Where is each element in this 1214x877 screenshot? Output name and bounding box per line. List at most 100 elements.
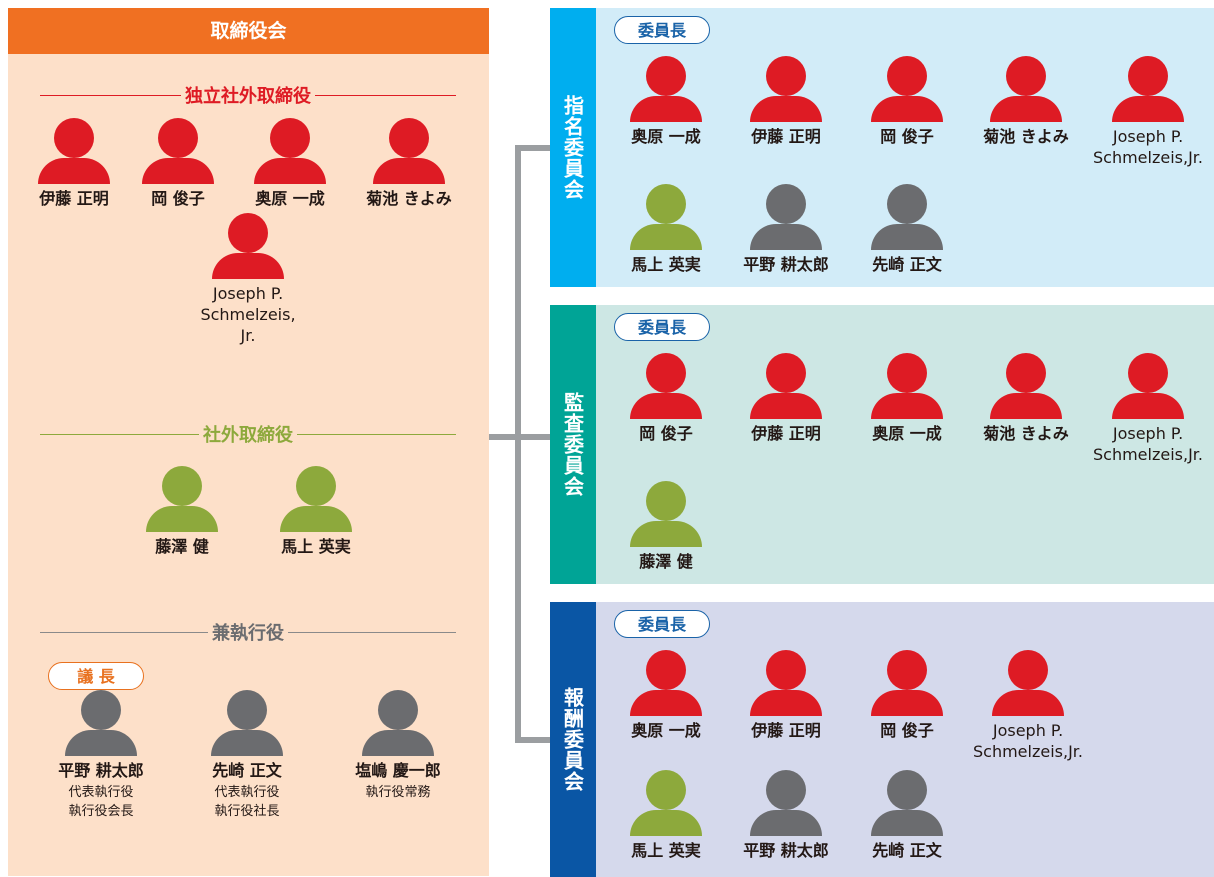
member-name: 菊池 きよみ bbox=[983, 127, 1069, 146]
member-name: 岡 俊子 bbox=[151, 189, 205, 208]
person-icon bbox=[630, 184, 702, 250]
member-name: 先崎 正文 bbox=[872, 255, 942, 274]
executive-directors-label: 兼執行役 bbox=[212, 623, 284, 644]
audit-committee-tab: 監査委員会 bbox=[550, 305, 596, 584]
committee-member: 伊藤 正明 bbox=[723, 650, 849, 741]
outside-directors-label: 社外取締役 bbox=[203, 425, 293, 446]
board-panel: 取締役会 独立社外取締役 伊藤 正明 岡 俊子 奥原 一成 菊池 きよみ Jos… bbox=[8, 8, 489, 876]
member-name: 馬上 英実 bbox=[281, 537, 351, 556]
committee-member: 藤澤 健 bbox=[603, 481, 729, 572]
nomination-committee-title: 指名委員会 bbox=[560, 95, 585, 200]
board-member: 藤澤 健 bbox=[122, 466, 242, 557]
member-role: 執行役社長 bbox=[214, 804, 280, 819]
member-name: 伊藤 正明 bbox=[39, 189, 109, 208]
person-icon bbox=[630, 770, 702, 836]
committee-member: Joseph P. Schmelzeis,Jr. bbox=[1085, 353, 1211, 465]
committee-member: 菊池 きよみ bbox=[963, 56, 1089, 147]
person-icon bbox=[38, 118, 110, 184]
member-name: 菊池 きよみ bbox=[366, 189, 452, 208]
chair-badge: 議 長 bbox=[48, 662, 144, 690]
member-name: 奥原 一成 bbox=[631, 127, 701, 146]
member-name: 伊藤 正明 bbox=[751, 127, 821, 146]
member-name-line: Jr. bbox=[240, 326, 256, 345]
member-name: 菊池 きよみ bbox=[983, 424, 1069, 443]
member-name: 平野 耕太郎 bbox=[58, 761, 144, 780]
committee-member: 奥原 一成 bbox=[603, 56, 729, 147]
person-icon bbox=[871, 770, 943, 836]
member-name-line: Joseph P. bbox=[212, 284, 284, 303]
committee-member: Joseph P. Schmelzeis,Jr. bbox=[965, 650, 1091, 762]
board-member: 菊池 きよみ bbox=[349, 118, 469, 209]
person-icon bbox=[1112, 56, 1184, 122]
person-icon bbox=[630, 353, 702, 419]
connector-audit bbox=[515, 434, 551, 440]
chair-badge: 委員長 bbox=[614, 610, 710, 638]
board-member: 平野 耕太郎 代表執行役 執行役会長 bbox=[41, 690, 161, 821]
member-name-line: Joseph P. bbox=[1112, 424, 1184, 443]
member-name-line: Joseph P. bbox=[992, 721, 1064, 740]
member-name: 伊藤 正明 bbox=[751, 424, 821, 443]
committee-member: 奥原 一成 bbox=[844, 353, 970, 444]
person-icon bbox=[65, 690, 137, 756]
compensation-committee: 報酬委員会 委員長 奥原 一成 伊藤 正明 岡 俊子 Joseph P. Sch… bbox=[550, 602, 1214, 877]
person-icon bbox=[630, 650, 702, 716]
person-icon bbox=[211, 690, 283, 756]
chair-badge: 委員長 bbox=[614, 313, 710, 341]
member-name: 平野 耕太郎 bbox=[743, 255, 829, 274]
board-member: 先崎 正文 代表執行役 執行役社長 bbox=[187, 690, 307, 821]
committee-member: 岡 俊子 bbox=[603, 353, 729, 444]
audit-committee: 監査委員会 委員長 岡 俊子 伊藤 正明 奥原 一成 菊池 きよみ Joseph… bbox=[550, 305, 1214, 584]
member-name-line: Joseph P. bbox=[1112, 127, 1184, 146]
person-icon bbox=[871, 184, 943, 250]
connector-trunk bbox=[515, 145, 521, 743]
independent-directors-label: 独立社外取締役 bbox=[185, 86, 311, 107]
person-icon bbox=[142, 118, 214, 184]
committee-member: 先崎 正文 bbox=[844, 770, 970, 861]
committee-member: 菊池 きよみ bbox=[963, 353, 1089, 444]
person-icon bbox=[254, 118, 326, 184]
person-icon bbox=[990, 353, 1062, 419]
committee-member: 岡 俊子 bbox=[844, 56, 970, 147]
committee-member: 伊藤 正明 bbox=[723, 56, 849, 147]
person-icon bbox=[992, 650, 1064, 716]
heading-line bbox=[315, 94, 456, 96]
person-icon bbox=[871, 56, 943, 122]
member-name: 伊藤 正明 bbox=[751, 721, 821, 740]
member-name-line: Schmelzeis,Jr. bbox=[1093, 445, 1203, 464]
member-role: 執行役常務 bbox=[365, 785, 431, 800]
person-icon bbox=[280, 466, 352, 532]
person-icon bbox=[750, 650, 822, 716]
person-icon bbox=[871, 353, 943, 419]
connector-compensation bbox=[515, 737, 551, 743]
member-role: 執行役会長 bbox=[68, 804, 134, 819]
member-role: 代表執行役 bbox=[68, 785, 134, 800]
board-member: 伊藤 正明 bbox=[14, 118, 134, 209]
member-name: 馬上 英実 bbox=[631, 255, 701, 274]
person-icon bbox=[750, 184, 822, 250]
committee-member: 奥原 一成 bbox=[603, 650, 729, 741]
committee-member: 先崎 正文 bbox=[844, 184, 970, 275]
member-name-line: Schmelzeis,Jr. bbox=[1093, 148, 1203, 167]
person-icon bbox=[630, 481, 702, 547]
member-name: 岡 俊子 bbox=[880, 721, 934, 740]
chair-badge: 委員長 bbox=[614, 16, 710, 44]
nomination-committee-tab: 指名委員会 bbox=[550, 8, 596, 287]
person-icon bbox=[630, 56, 702, 122]
member-name-line: Schmelzeis,Jr. bbox=[973, 742, 1083, 761]
member-name: 藤澤 健 bbox=[639, 552, 693, 571]
member-name: 馬上 英実 bbox=[631, 841, 701, 860]
person-icon bbox=[871, 650, 943, 716]
member-name: 塩嶋 慶一郎 bbox=[355, 761, 441, 780]
audit-committee-title: 監査委員会 bbox=[560, 392, 585, 497]
person-icon bbox=[990, 56, 1062, 122]
compensation-committee-title: 報酬委員会 bbox=[560, 687, 585, 792]
member-name: 奥原 一成 bbox=[631, 721, 701, 740]
board-member: Joseph P. Schmelzeis, Jr. bbox=[188, 213, 308, 346]
board-member: 岡 俊子 bbox=[118, 118, 238, 209]
member-name: 奥原 一成 bbox=[872, 424, 942, 443]
person-icon bbox=[750, 56, 822, 122]
committee-member: 馬上 英実 bbox=[603, 184, 729, 275]
connector-nomination bbox=[515, 145, 551, 151]
nomination-committee: 指名委員会 委員長 奥原 一成 伊藤 正明 岡 俊子 菊池 きよみ Joseph… bbox=[550, 8, 1214, 287]
committee-member: Joseph P. Schmelzeis,Jr. bbox=[1085, 56, 1211, 168]
